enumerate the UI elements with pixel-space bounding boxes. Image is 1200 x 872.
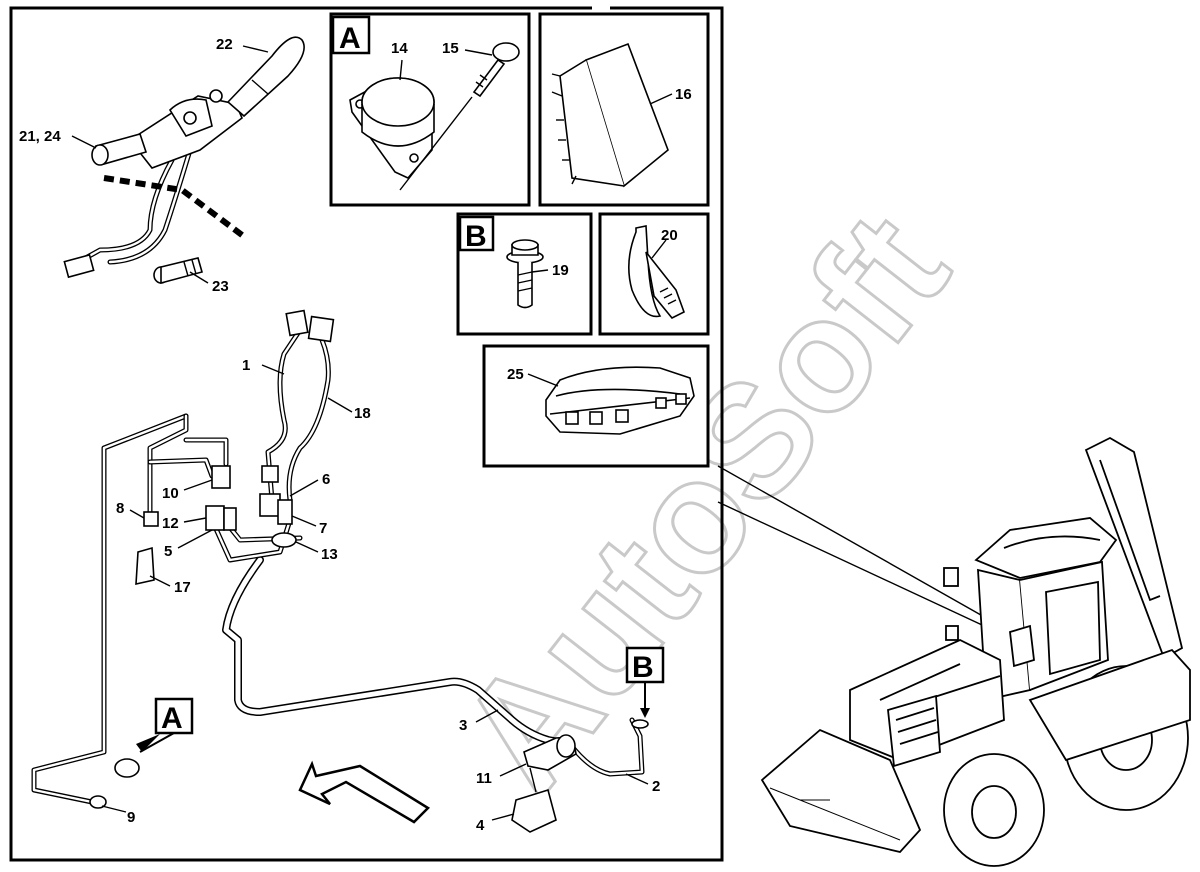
callout-19: 19 (552, 262, 569, 279)
callout-3: 3 (459, 717, 467, 734)
callout-9: 9 (127, 809, 135, 826)
connector-6 (259, 493, 281, 517)
part-14-sensor (349, 77, 435, 179)
callout-16: 16 (675, 86, 692, 103)
connector-7 (277, 499, 293, 525)
callout-8: 8 (116, 500, 124, 517)
sensor-17 (135, 546, 155, 586)
connector-10 (211, 465, 231, 489)
callout-22: 22 (216, 36, 233, 53)
callout-23: 23 (212, 278, 229, 295)
sensor-a-location (114, 758, 140, 778)
callout-6: 6 (322, 471, 330, 488)
ref-marker-a: A (136, 697, 194, 753)
callout-12: 12 (162, 515, 179, 532)
part-4-bracket (511, 788, 557, 833)
ref-marker-b: B (625, 646, 665, 718)
detail-label-b: B (465, 220, 487, 253)
callout-7: 7 (319, 520, 327, 537)
ref-label-a: A (161, 702, 183, 735)
part-25-housing (545, 366, 695, 435)
control-lever-assembly: 22 21, 24 23 (19, 36, 305, 295)
detail-box-16: 16 (538, 12, 710, 207)
part-19-bolt (506, 239, 544, 309)
backhoe-loader-illustration (760, 436, 1191, 867)
detail-box-a: A 14 15 (329, 12, 531, 207)
callout-20: 20 (661, 227, 678, 244)
connector-18-top (307, 315, 335, 343)
wiring-harness (31, 327, 649, 805)
callout-13: 13 (321, 546, 338, 563)
detail-box-25: 25 (482, 344, 710, 468)
fitting-9 (89, 795, 107, 809)
callout-21-24: 21, 24 (19, 128, 61, 145)
leader-to-cab-bottom (717, 501, 1026, 646)
part-23-bolt (153, 257, 203, 285)
part-15-screw (399, 42, 520, 191)
grommet-13 (271, 532, 297, 548)
callout-11: 11 (476, 770, 492, 787)
part-16-relay (551, 42, 669, 188)
connector-1-top (285, 309, 309, 337)
ref-label-b: B (632, 651, 654, 684)
callout-18: 18 (354, 405, 371, 422)
connector-8 (143, 511, 159, 527)
callout-4: 4 (476, 817, 485, 834)
connector-6-upper (261, 465, 279, 483)
callout-2: 2 (652, 778, 660, 795)
direction-arrow (298, 760, 431, 824)
callout-15: 15 (442, 40, 459, 57)
main-frame (9, 6, 724, 862)
callout-25: 25 (507, 366, 524, 383)
detail-label-a: A (339, 22, 361, 55)
connectors (89, 309, 577, 833)
connector-12b (223, 507, 237, 531)
callout-10: 10 (162, 485, 179, 502)
main-callouts: 1 18 6 7 13 10 12 5 8 17 9 3 11 2 4 (101, 357, 660, 834)
callout-14: 14 (391, 40, 408, 57)
leader-to-cab-top (717, 465, 1026, 641)
part-20-cable-tie (628, 225, 685, 320)
callout-1: 1 (242, 357, 250, 374)
detail-box-b: B 19 (456, 212, 593, 336)
connector-12 (205, 505, 225, 531)
callout-5: 5 (164, 543, 172, 560)
detail-box-20: 20 (598, 212, 710, 336)
callout-17: 17 (174, 579, 191, 596)
